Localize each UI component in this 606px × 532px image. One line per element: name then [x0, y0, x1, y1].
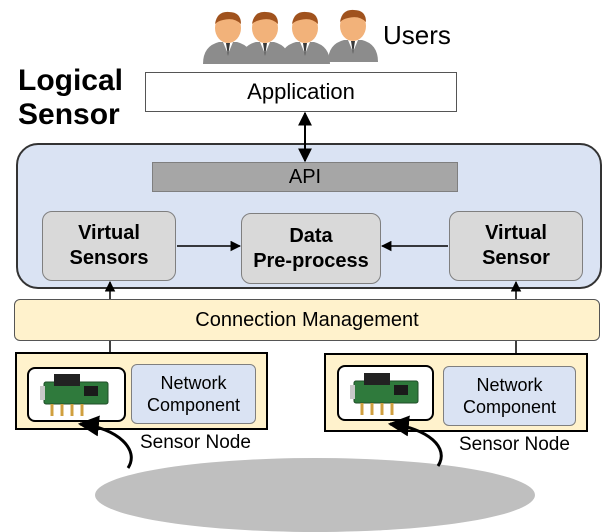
signal-arrow-icon [387, 415, 443, 467]
network-component-box: Network Component [131, 364, 256, 424]
api-label: API [288, 165, 322, 188]
connection-management-bar: Connection Management [14, 299, 600, 341]
application-box: Application [145, 72, 457, 112]
logical-sensor-title: Logical Sensor [18, 64, 124, 131]
sensor-node-label: Sensor Node [140, 432, 251, 453]
application-label: Application [247, 79, 355, 104]
diagram-connectors [38, 111, 522, 469]
connection-management-label: Connection Management [195, 308, 419, 331]
users-label: Users [383, 20, 451, 50]
virtual-sensor-box: Virtual Sensor [449, 211, 583, 281]
data-preprocess-box: Data Pre-process [241, 213, 381, 284]
network-component-box: Network Component [443, 366, 576, 426]
signal-arrow-icon [77, 415, 133, 469]
sensor-node-label: Sensor Node [459, 434, 570, 455]
virtual-sensors-box: Virtual Sensors [42, 211, 176, 281]
sensor-chip-icon [348, 371, 420, 417]
sensor-chip-icon [38, 372, 110, 418]
api-bar: API [152, 162, 458, 192]
